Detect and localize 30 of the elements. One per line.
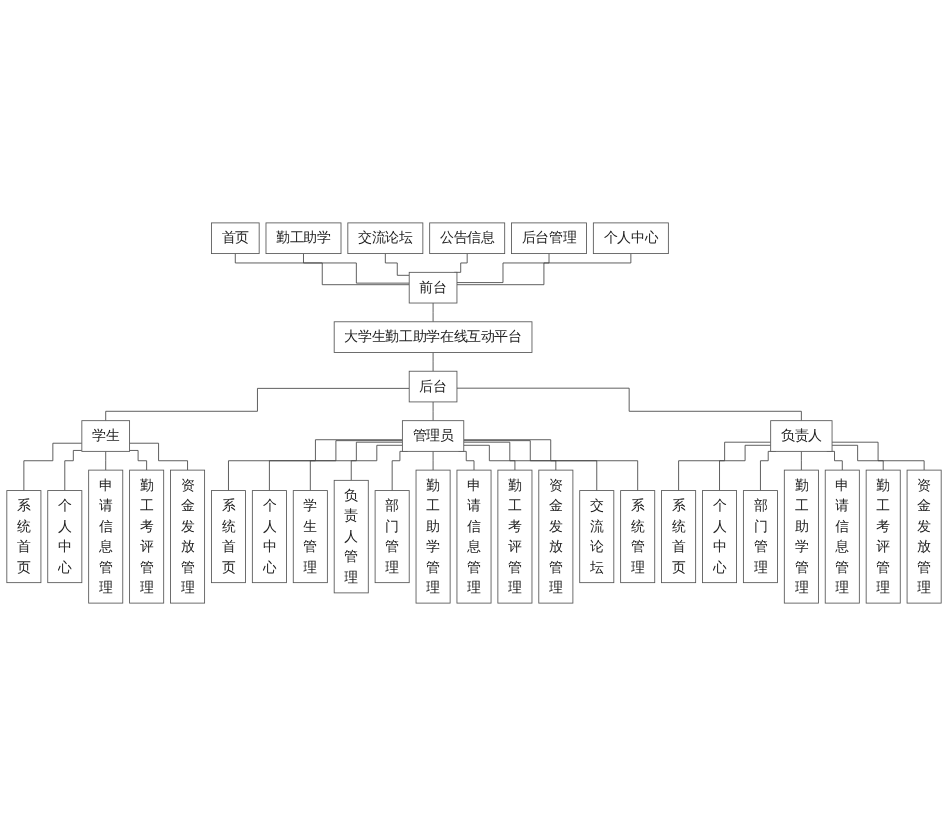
connector: [453, 253, 468, 273]
connector: [432, 302, 434, 323]
connector: [23, 442, 83, 491]
connector: [456, 253, 550, 283]
connector: [463, 444, 516, 471]
connector: [129, 450, 148, 471]
connector: [456, 387, 802, 422]
connector: [432, 352, 434, 372]
connector: [432, 450, 434, 471]
connector: [463, 440, 598, 491]
connector: [350, 444, 403, 481]
connector: [831, 441, 925, 471]
connector: [384, 253, 410, 276]
connector: [309, 441, 403, 491]
connector: [463, 439, 639, 491]
connector: [303, 253, 410, 284]
connector: [678, 441, 772, 491]
connector: [129, 442, 188, 471]
connector: [800, 450, 802, 471]
connector: [463, 441, 557, 471]
connector: [64, 450, 83, 491]
connector: [228, 439, 403, 491]
connector: [432, 401, 434, 422]
connector: [831, 444, 884, 471]
connector: [268, 440, 403, 491]
connector: [719, 444, 772, 491]
connector: [105, 450, 107, 471]
connector: [105, 387, 410, 422]
connector: [234, 253, 410, 286]
connector: [456, 253, 632, 286]
